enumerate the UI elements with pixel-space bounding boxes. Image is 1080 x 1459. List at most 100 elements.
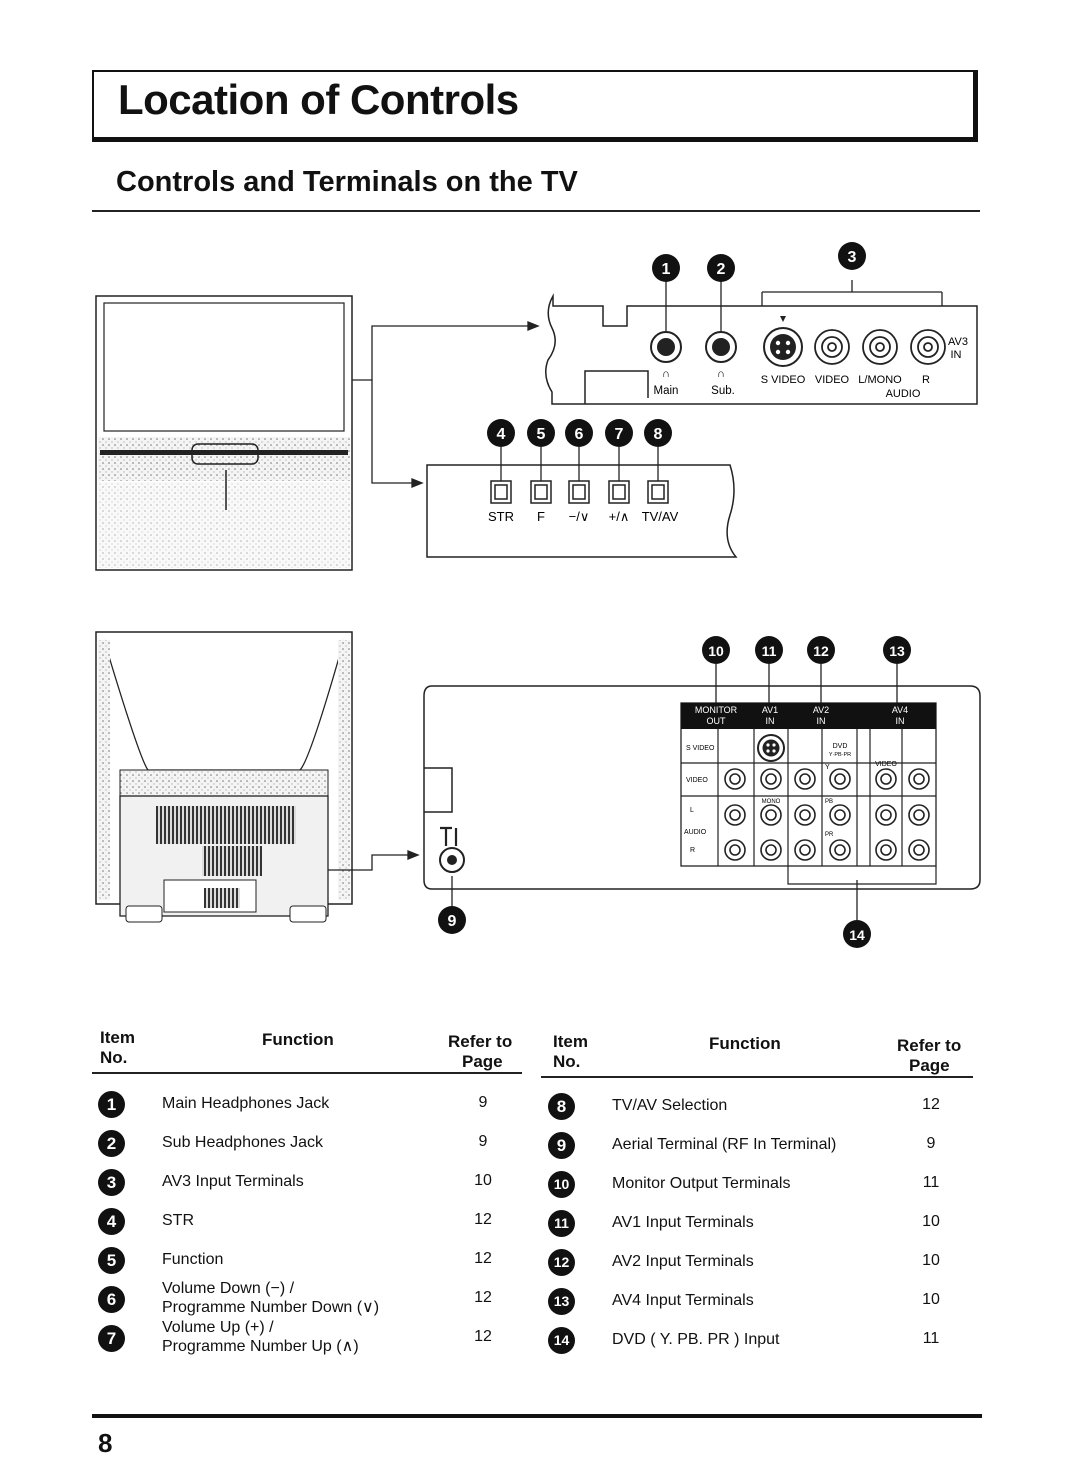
av1-mono-label: MONO — [762, 799, 781, 805]
av3-video-label: VIDEO — [815, 374, 850, 386]
header-page: Page — [909, 1056, 950, 1075]
main-jack-label: Main — [654, 385, 679, 397]
header-refer: Refer to — [448, 1032, 513, 1051]
item-page: 12 — [474, 1250, 492, 1267]
svg-text:∩: ∩ — [717, 368, 725, 380]
callout-3: 3 — [838, 242, 866, 270]
header-function: Function — [709, 1034, 781, 1053]
item-number-badge: 7 — [98, 1325, 125, 1352]
item-function: Programme Number Up (∧) — [162, 1338, 359, 1355]
header-page: Page — [462, 1052, 503, 1071]
callout-14: 14 — [843, 920, 871, 948]
item-number-badge: 2 — [98, 1130, 125, 1157]
button-tvav-label: TV/AV — [642, 509, 679, 524]
item-function: STR — [162, 1212, 194, 1229]
table-row: 1 Main Headphones Jack 9 — [98, 1091, 528, 1132]
table-row: 3 AV3 Input Terminals 10 — [98, 1169, 528, 1210]
header-function: Function — [262, 1030, 334, 1049]
header-item: Item — [100, 1028, 135, 1047]
item-number-badge: 3 — [98, 1169, 125, 1196]
row-audio-label: AUDIO — [684, 829, 707, 836]
callout-6: 6 — [565, 419, 593, 447]
item-number-badge: 10 — [548, 1171, 575, 1198]
callout-7-label: 7 — [615, 426, 624, 443]
item-number-badge: 4 — [98, 1208, 125, 1235]
item-function: Sub Headphones Jack — [162, 1134, 323, 1151]
callout-11-label: 11 — [762, 643, 777, 659]
callout-2-label: 2 — [717, 261, 726, 278]
callout-12-label: 12 — [813, 643, 829, 659]
item-function: AV2 Input Terminals — [612, 1253, 754, 1270]
av3-lmono-label: L/MONO — [858, 374, 902, 386]
av3-svideo-label: S VIDEO — [761, 374, 806, 386]
item-function: Main Headphones Jack — [162, 1095, 330, 1112]
header-no: No. — [100, 1048, 128, 1067]
callout-5: 5 — [527, 419, 555, 447]
callout-5-label: 5 — [537, 426, 546, 443]
table-right: Item No. Function Refer to Page — [541, 1028, 973, 1358]
page-number: 8 — [98, 1428, 113, 1458]
row-l-label: L — [690, 807, 694, 814]
item-page: 12 — [474, 1289, 492, 1306]
callout-9: 9 — [438, 906, 466, 934]
item-page: 9 — [478, 1133, 488, 1150]
rear-terminal-panel — [423, 664, 981, 920]
monitor-out-header-2: OUT — [707, 716, 727, 726]
av3-in-label: IN — [951, 349, 962, 361]
av2-pb-label: PB — [825, 799, 833, 805]
callout-1: 1 — [652, 254, 680, 282]
item-number-badge: 9 — [548, 1132, 575, 1159]
item-function: AV3 Input Terminals — [162, 1173, 304, 1190]
av4-header-1: AV4 — [892, 705, 908, 715]
item-page: 11 — [922, 1330, 940, 1347]
subtitle-rule — [92, 210, 980, 212]
callout-2: 2 — [707, 254, 735, 282]
button-vol-up-label: +/∧ — [609, 509, 630, 524]
item-number-badge: 11 — [548, 1210, 575, 1237]
av4-header-2: IN — [896, 716, 905, 726]
callout-13-label: 13 — [889, 643, 905, 659]
button-f-label: F — [537, 509, 545, 524]
item-page: 10 — [474, 1172, 492, 1189]
footer-rule — [92, 1414, 982, 1418]
page-title-box: Location of Controls — [92, 70, 978, 142]
item-page: 10 — [922, 1252, 940, 1269]
callout-8: 8 — [644, 419, 672, 447]
callout-1-label: 1 — [662, 261, 671, 278]
item-number-badge: 6 — [98, 1286, 125, 1313]
tv-rear-illustration — [95, 631, 353, 923]
item-function: DVD ( Y. PB. PR ) Input — [612, 1331, 780, 1348]
item-function: Programme Number Down (∨) — [162, 1299, 380, 1316]
item-page: 9 — [478, 1094, 488, 1111]
item-function: Volume Up (+) / — [162, 1319, 274, 1336]
item-page: 11 — [922, 1174, 940, 1191]
callout-4: 4 — [487, 419, 515, 447]
callout-13: 13 — [883, 636, 911, 664]
av2-y-label: Y — [825, 764, 830, 771]
header-item: Item — [553, 1032, 588, 1051]
tv-diagram: ∩ ∩ 1 2 3 Main Sub. S VIDEO VIDEO L/MONO… — [95, 242, 981, 948]
callout-4-label: 4 — [497, 426, 506, 443]
header-no: No. — [553, 1052, 581, 1071]
row-svideo-label: S VIDEO — [686, 745, 715, 752]
button-vol-down-label: −/∨ — [569, 509, 590, 524]
front-button-panel — [426, 447, 738, 558]
item-number-badge: 1 — [98, 1091, 125, 1118]
av2-pr-label: PR — [825, 832, 834, 838]
av2-dvd-label: DVD — [833, 743, 848, 750]
av3-audio-label: AUDIO — [886, 388, 921, 400]
callout-10-label: 10 — [708, 643, 724, 659]
item-function: AV1 Input Terminals — [612, 1214, 754, 1231]
av4-video-label: VIDEO — [875, 761, 897, 768]
callout-12: 12 — [807, 636, 835, 664]
table-row: 2 Sub Headphones Jack 9 — [98, 1130, 528, 1171]
button-str-label: STR — [488, 509, 514, 524]
row-r-label: R — [690, 847, 695, 854]
table-left: Item No. Function Refer to Page — [92, 1028, 522, 1358]
callout-3-label: 3 — [848, 249, 857, 266]
